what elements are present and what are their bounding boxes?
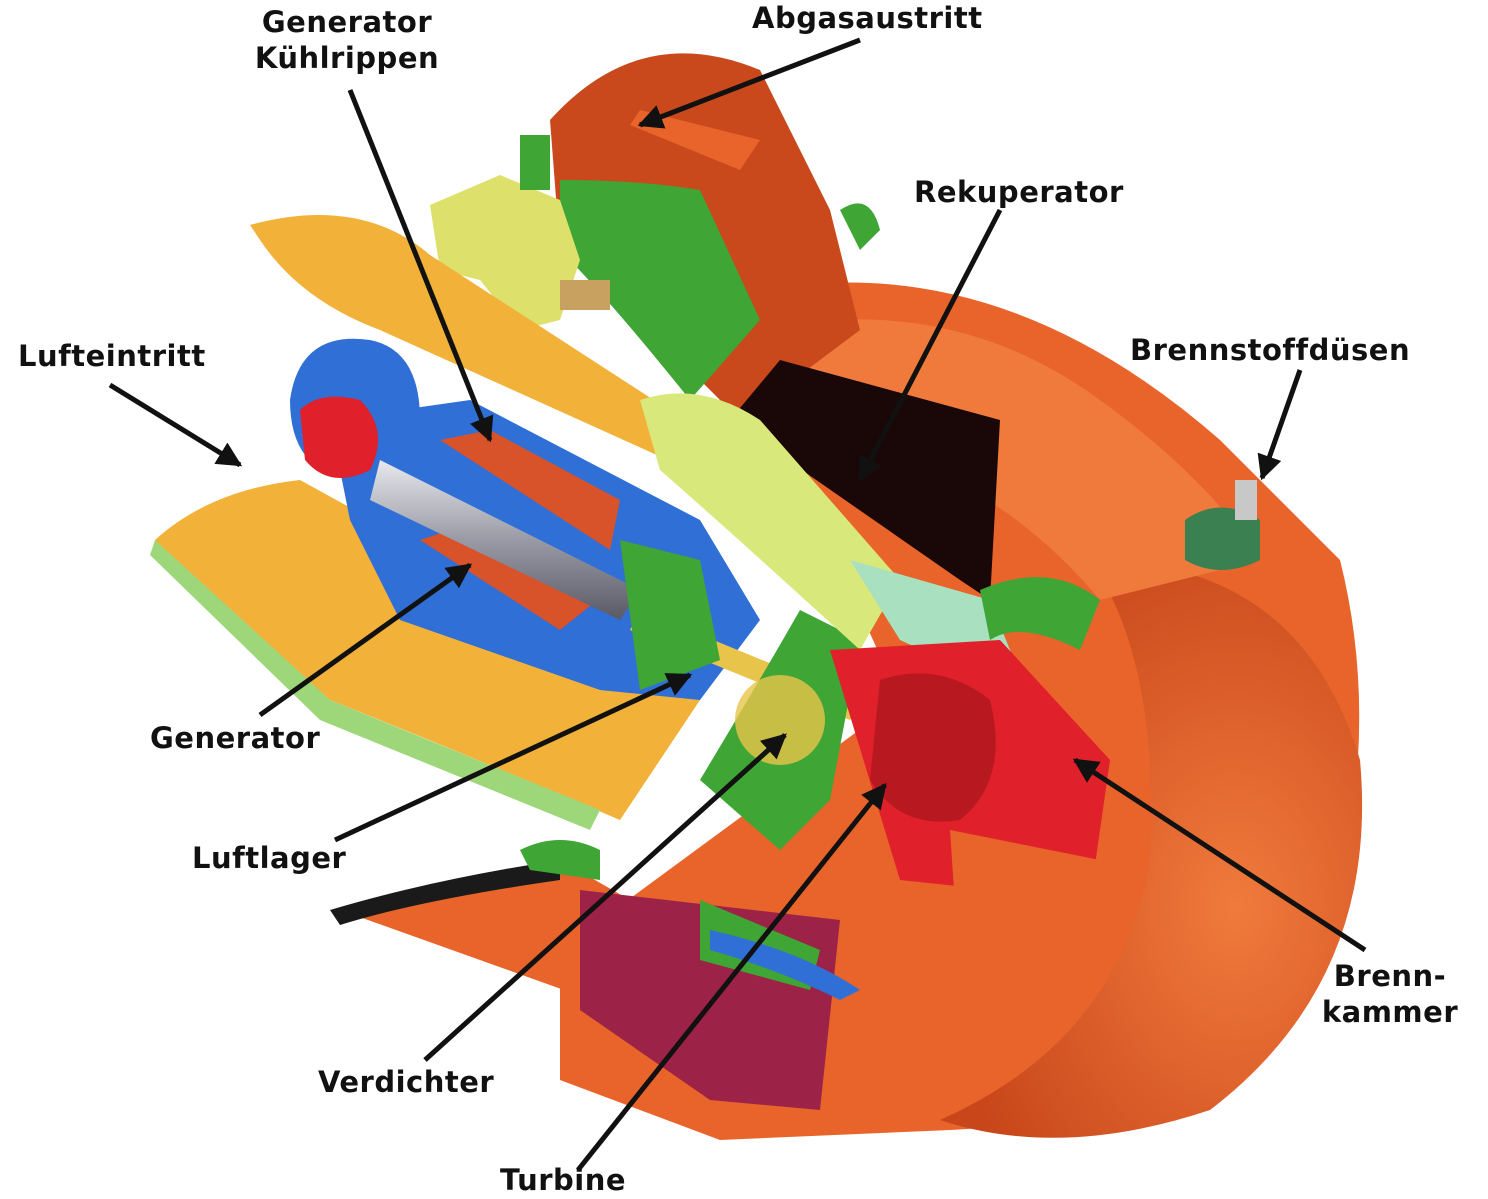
arrow-verdichter (423, 733, 787, 1062)
arrow-luftlager (333, 672, 693, 843)
arrow-generator (258, 562, 473, 718)
lower-housing (330, 840, 860, 1110)
arrow-generator-kuehlrippen (347, 89, 494, 443)
label-generator-kuehlrippen-line2: Kühlrippen (254, 41, 440, 75)
combustor (830, 577, 1110, 1000)
label-brennkammer-line1: Brenn- (1333, 959, 1447, 993)
label-turbine: Turbine (500, 1163, 627, 1197)
label-rekuperator: Rekuperator (914, 175, 1124, 209)
arrow-brennstoffduesen (1257, 369, 1303, 481)
arrow-rekuperator (857, 208, 1003, 483)
label-generator: Generator (150, 721, 321, 755)
arrow-abgasaustritt (637, 37, 861, 129)
arrow-lufteintritt (108, 382, 243, 468)
label-abgasaustritt: Abgasaustritt (752, 1, 983, 35)
label-luftlager: Luftlager (192, 841, 347, 875)
mounting-bracket (430, 135, 880, 330)
label-lufteintritt: Lufteintritt (18, 339, 206, 373)
compressor-wheel (620, 540, 860, 850)
arrow-brennkammer (1072, 757, 1367, 953)
callout-arrows (108, 37, 1367, 1172)
label-generator-kuehlrippen-line1: Generator (261, 5, 433, 39)
generator-stator (420, 430, 620, 630)
exhaust-outlet (550, 53, 860, 421)
fuel-nozzle (1185, 480, 1260, 570)
label-brennstoffduesen: Brennstoffdüsen (1130, 333, 1411, 367)
arrow-turbine (576, 783, 887, 1172)
label-brennkammer: Brenn- kammer (1300, 958, 1480, 1030)
label-verdichter: Verdichter (318, 1065, 495, 1099)
label-generator-kuehlrippen: Generator Kühlrippen (222, 4, 472, 76)
label-brennkammer-line2: kammer (1321, 995, 1459, 1029)
